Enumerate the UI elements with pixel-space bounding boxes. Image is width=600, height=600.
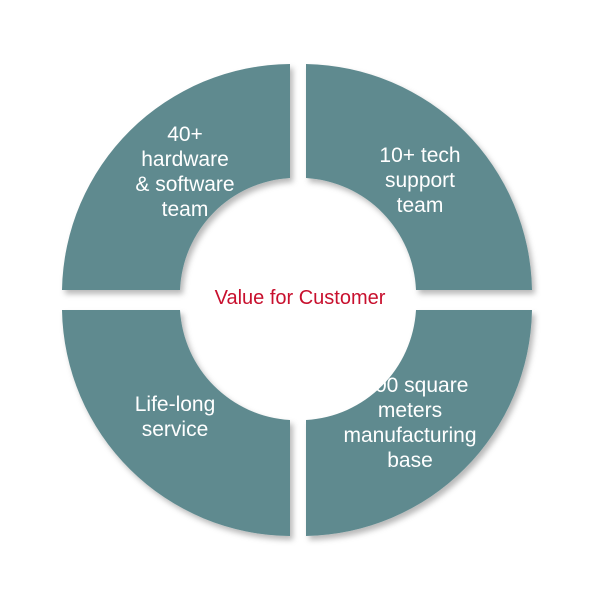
segment-label-manufacturing-base: 8000 square meters manufacturing base — [343, 374, 477, 472]
segment-shape-top-left — [62, 64, 290, 290]
segment-label-life-long-service: Life-long service — [134, 393, 216, 441]
segment-shape-bottom-right — [306, 310, 532, 536]
center-title: Value for Customer — [214, 287, 386, 309]
segment-shape-top-right — [306, 64, 532, 290]
segment-label-tech-support-team: 10+ tech support team — [379, 144, 461, 217]
segment-label-hardware-software-team: 40+ hardware & software team — [135, 123, 235, 221]
segment-shape-bottom-left — [62, 310, 290, 536]
